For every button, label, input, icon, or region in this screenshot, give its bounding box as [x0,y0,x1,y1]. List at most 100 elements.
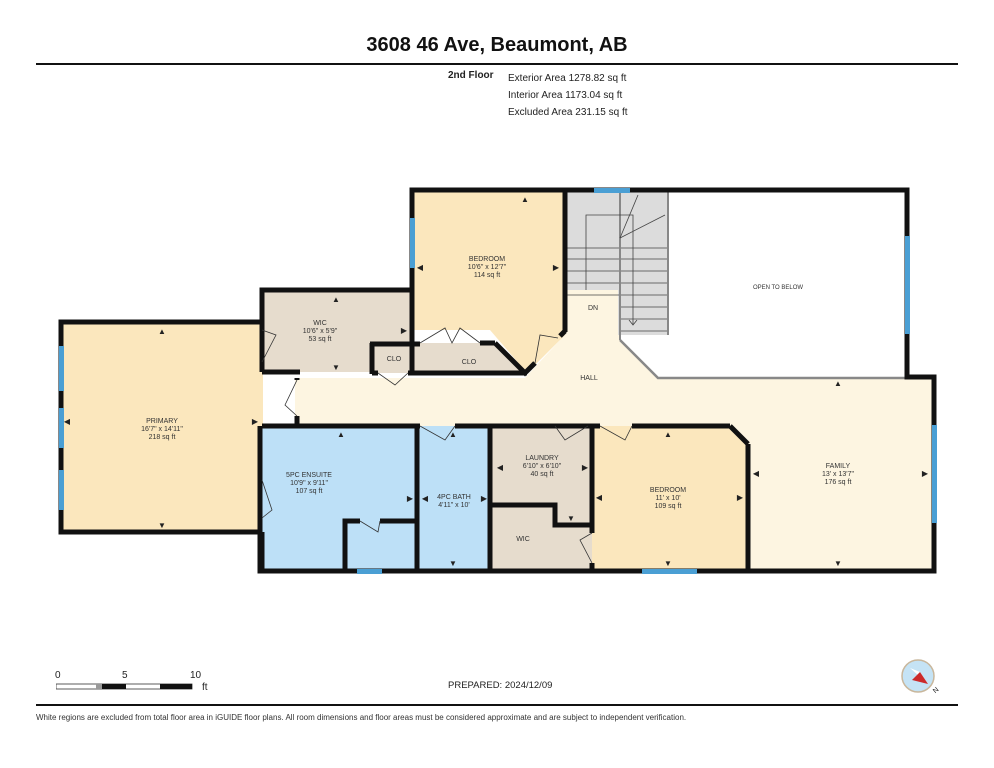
svg-text:▲: ▲ [449,430,457,439]
scale-tick-0: 0 [55,670,61,681]
family-dims: 13' x 13'7" [822,471,855,478]
doors[interactable] [261,327,633,564]
floor-label: 2nd Floor [448,70,494,81]
bedroom-top-dims: 10'6" x 12'7" [468,264,507,271]
primary-name: PRIMARY [146,418,178,425]
room-fills [63,190,932,572]
laundry-room[interactable] [490,426,592,525]
wic-top-area: 53 sq ft [309,336,332,343]
clo-small-name: CLO [387,356,402,363]
bedroom-top-name: BEDROOM [469,256,505,263]
door-bedroom-top [534,334,559,364]
clo-long-room[interactable] [412,343,525,373]
laundry-name: LAUNDRY [525,455,559,462]
primary-dims: 16'7" x 14'11" [141,426,183,433]
bath-dims: 4'11" x 10' [438,502,470,509]
windows [59,188,937,574]
ensuite-name: 5PC ENSUITE [286,472,332,479]
bath-name: 4PC BATH [437,494,471,501]
wic-bottom-room[interactable] [490,505,592,569]
svg-text:▶: ▶ [407,494,414,503]
svg-text:▶: ▶ [553,263,560,272]
window [410,218,415,268]
open-below-label: OPEN TO BELOW [753,285,803,291]
compass-north-label: N [932,686,940,695]
svg-text:▶: ▶ [252,417,259,426]
svg-text:◀: ◀ [596,493,603,502]
svg-text:◀: ◀ [64,417,71,426]
hall-label: HALL [580,375,598,382]
family-area: 176 sq ft [825,479,852,486]
clo-small-room[interactable] [372,343,412,373]
svg-text:▼: ▼ [834,559,842,568]
railing [619,339,905,380]
page-title: 3608 46 Ave, Beaumont, AB [366,34,628,56]
svg-text:▶: ▶ [737,493,744,502]
bedroom-top-area: 114 sq ft [474,272,500,279]
open-to-below [620,190,905,378]
exterior-area: Exterior Area 1278.82 sq ft [508,73,627,84]
primary-area: 218 sq ft [149,434,176,441]
door-bath [419,425,456,441]
interior-area: Interior Area 1173.04 sq ft [508,90,623,101]
door-clo-long [419,327,481,344]
compass-icon: N [901,659,940,695]
svg-text:▶: ▶ [582,463,589,472]
primary-room[interactable] [63,322,263,532]
bedroom-bottom-name: BEDROOM [650,487,686,494]
laundry-dims: 6'10" x 6'10" [523,463,562,470]
window [932,425,937,523]
svg-text:◀: ◀ [497,463,504,472]
svg-text:▲: ▲ [521,195,529,204]
svg-text:▼: ▼ [158,521,166,530]
bedroom-top-room[interactable] [412,190,565,373]
door-bedroom-bottom [599,425,633,441]
bath-room[interactable] [417,426,490,569]
bedroom-bottom-room[interactable] [592,426,748,569]
svg-text:▼: ▼ [664,559,672,568]
window [59,346,64,391]
stairs-dn: DN [588,305,598,312]
hall-family-floor [295,300,932,572]
family-name: FAMILY [826,463,851,470]
ensuite-dims: 10'9" x 9'11" [290,480,328,487]
scale-unit: ft [202,682,208,693]
scale-tick-10: 10 [190,670,202,681]
window [59,470,64,510]
svg-text:▼: ▼ [449,559,457,568]
svg-text:◀: ◀ [417,263,424,272]
scale-graphic [56,683,193,690]
svg-text:▶: ▶ [401,326,408,335]
svg-text:▲: ▲ [337,430,345,439]
window [642,569,697,574]
svg-text:▲: ▲ [664,430,672,439]
clo-long-name: CLO [462,359,477,366]
svg-text:▲: ▲ [158,327,166,336]
area-summary: Exterior Area 1278.82 sq ft Interior Are… [508,70,628,121]
door-ensuite [261,479,273,519]
window [357,569,382,574]
door-clo-small [377,372,409,386]
footer-divider [36,704,958,706]
window [59,408,64,448]
stair-landing-gap [565,290,618,378]
svg-text:▶: ▶ [922,469,929,478]
door-primary-hall [284,379,298,417]
bedroom-bottom-area: 109 sq ft [655,503,682,510]
stair-lines [565,190,669,340]
ensuite-room[interactable] [262,426,417,569]
svg-text:▼: ▼ [332,363,340,372]
svg-text:▶: ▶ [481,494,488,503]
door-ensuite-toilet [359,520,381,533]
prepared-date: PREPARED: 2024/12/09 [448,680,553,691]
scale-tick-5: 5 [122,670,128,681]
svg-text:▼: ▼ [567,514,575,523]
header-divider [36,63,958,65]
door-wic-bottom [579,532,593,564]
window [905,236,910,334]
scale-bar: 0 5 10 ft [52,670,222,694]
wic-bottom-name: WIC [516,536,530,543]
door-laundry [554,425,589,441]
ensuite-area: 107 sq ft [296,488,323,495]
